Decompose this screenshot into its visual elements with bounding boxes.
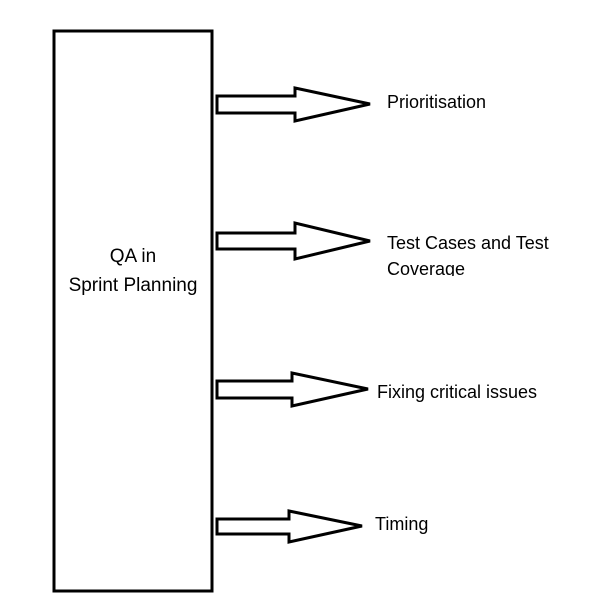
label-prioritisation-line-1: Prioritisation xyxy=(387,92,487,112)
arrow-fixing-critical-issues xyxy=(215,371,369,408)
label-fixing-critical-issues-line-1: Fixing critical issues xyxy=(377,382,538,402)
label-timing-line-1: Timing xyxy=(375,514,429,534)
label-test-cases: Test Cases and Test Coverage xyxy=(387,230,549,276)
label-timing: Timing xyxy=(375,511,428,537)
label-test-cases-line-2: Coverage xyxy=(387,259,466,276)
arrow-test-cases xyxy=(215,221,371,261)
label-test-cases-line-1: Test Cases and Test xyxy=(387,233,549,253)
label-prioritisation: Prioritisation xyxy=(387,89,486,115)
box-label: QA in Sprint Planning xyxy=(54,242,212,300)
box-label-line-2: Sprint Planning xyxy=(68,275,198,296)
box-label-line-1: QA in xyxy=(109,246,157,267)
qa-box xyxy=(52,29,214,593)
arrow-prioritisation xyxy=(215,86,371,123)
label-fixing-critical-issues: Fixing critical issues xyxy=(377,379,537,405)
arrow-timing xyxy=(215,509,363,544)
